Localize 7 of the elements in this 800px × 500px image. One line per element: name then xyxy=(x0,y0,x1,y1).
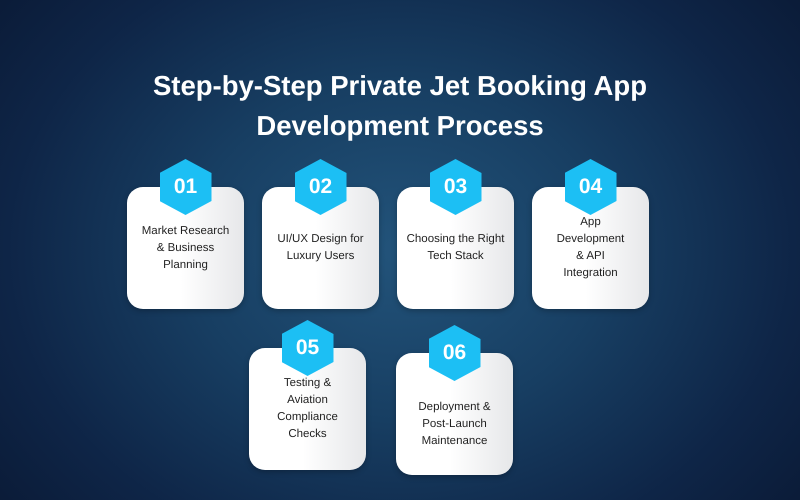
step-label: Testing & Aviation Compliance Checks xyxy=(276,376,339,442)
step-label: Choosing the Right Tech Stack xyxy=(406,232,506,264)
diagram-title: Step-by-Step Private Jet Booking App Development Process xyxy=(152,69,648,143)
step-label: Market Research & Business Planning xyxy=(140,224,230,272)
step-label: UI/UX Design for Luxury Users xyxy=(276,232,365,264)
step-label: App Development & API Integration xyxy=(556,215,626,281)
step-label: Deployment & Post-Launch Maintenance xyxy=(417,400,492,448)
